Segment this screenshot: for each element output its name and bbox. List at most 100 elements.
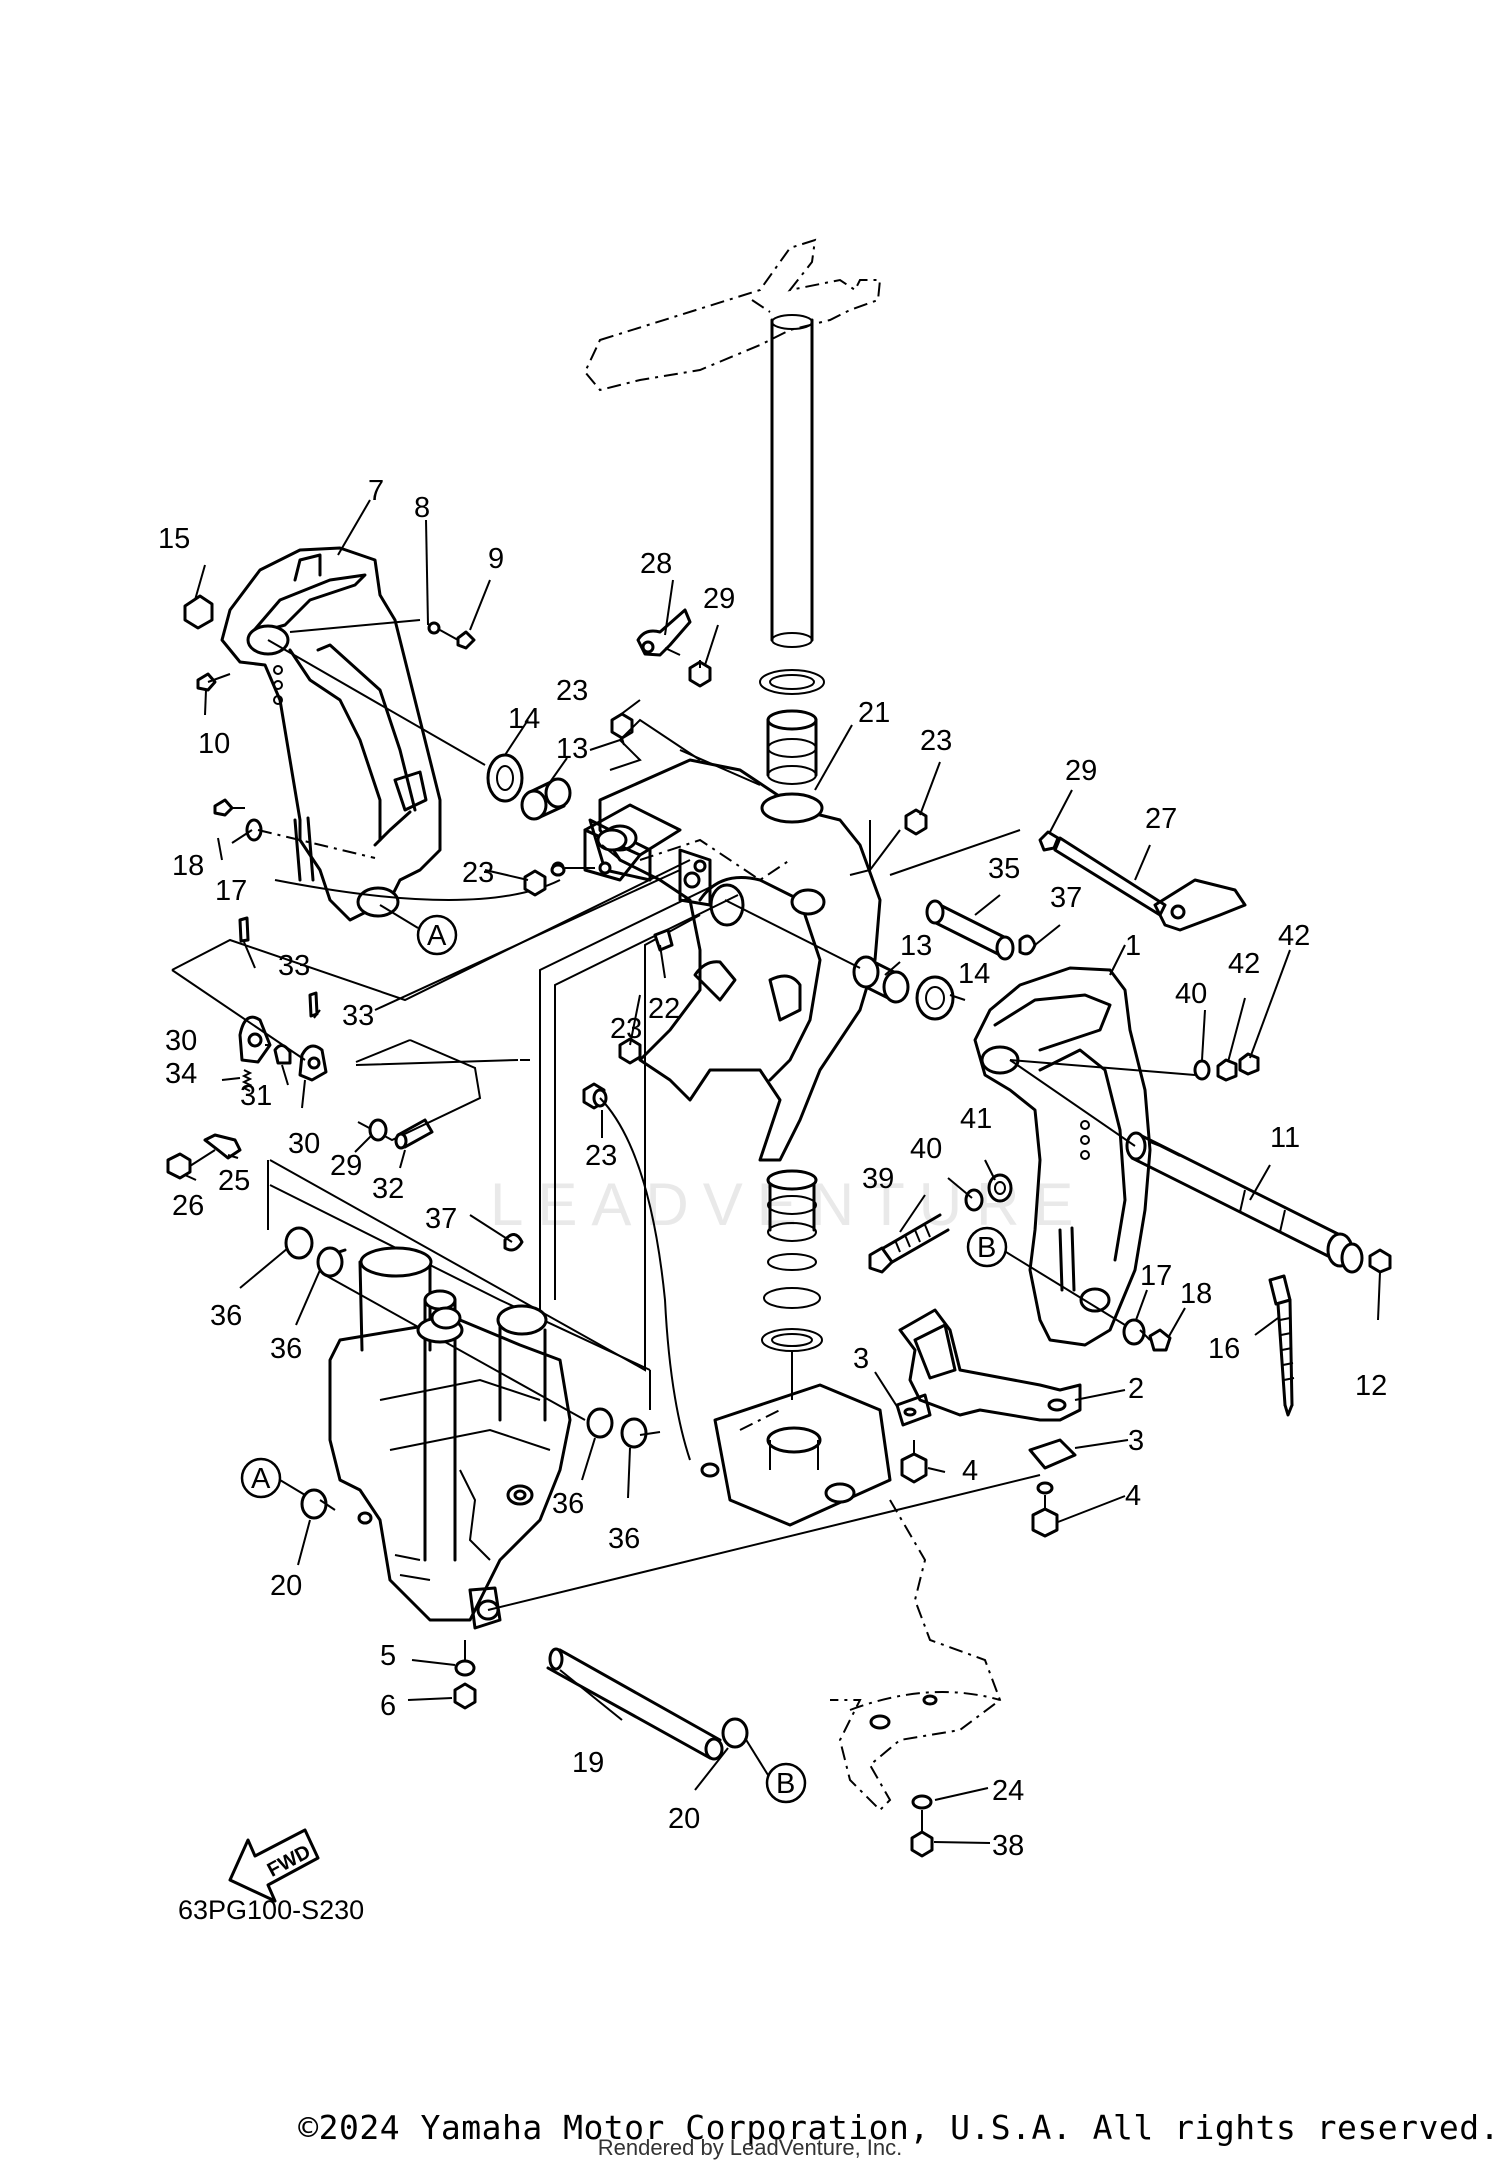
callout-40-b: 40: [910, 1133, 942, 1165]
link-frames: [171, 859, 691, 1142]
diagram-code: 63PG100-S230: [178, 1895, 365, 1925]
callout-36-b: 36: [270, 1333, 302, 1365]
callout-38: 38: [992, 1830, 1024, 1862]
callout-27: 27: [1145, 803, 1177, 835]
upper-bushings: [759, 669, 825, 785]
callout-14-b: 14: [958, 958, 990, 990]
callout-30: 30: [165, 1025, 197, 1057]
callout-leaders: [184, 499, 1381, 1844]
steering-shaft: [770, 314, 814, 648]
callout-17: 17: [215, 875, 247, 907]
callout-23-e: 23: [585, 1140, 617, 1172]
callout-8: 8: [414, 492, 430, 524]
callout-36: 36: [210, 1300, 242, 1332]
callout-6: 6: [380, 1690, 396, 1722]
top-clip: [636, 608, 712, 688]
callout-33: 33: [278, 950, 310, 982]
clips-bolts: [503, 699, 928, 1461]
lower-mount-block: [700, 1383, 892, 1527]
fwd-arrow: FWD: [228, 1828, 320, 1903]
callout-23: 23: [556, 675, 588, 707]
callout-3-b: 3: [1128, 1425, 1144, 1457]
callout-21: 21: [858, 697, 890, 729]
callout-18-b: 18: [1180, 1278, 1212, 1310]
callout-22: 22: [648, 993, 680, 1025]
bottom-right-bolt: [910, 1794, 934, 1858]
callout-42-b: 42: [1278, 920, 1310, 952]
callout-29-c: 29: [330, 1150, 362, 1182]
tilt-tube: [1009, 1059, 1392, 1274]
callout-25: 25: [218, 1165, 250, 1197]
ref-marker-a-2: A: [251, 1463, 271, 1495]
bottom-bolt: [453, 1640, 477, 1710]
callout-3: 3: [853, 1343, 869, 1375]
lower-bushings: [761, 1169, 823, 1400]
left-clamp-hardware: [183, 594, 476, 842]
callout-9: 9: [488, 543, 504, 575]
callout-31: 31: [240, 1080, 272, 1112]
callout-32: 32: [372, 1173, 404, 1205]
callout-7: 7: [368, 475, 384, 507]
callout-23-b: 23: [920, 725, 952, 757]
callout-26: 26: [172, 1190, 204, 1222]
callout-5: 5: [380, 1640, 396, 1672]
steering-arm-dashed: [583, 238, 882, 392]
right-clamp-hardware: [868, 1052, 1260, 1352]
callout-4: 4: [962, 1455, 978, 1487]
callout-33-b: 33: [342, 1000, 374, 1032]
callout-28: 28: [640, 548, 672, 580]
callout-20: 20: [270, 1570, 302, 1602]
callout-41: 41: [960, 1103, 992, 1135]
callout-1: 1: [1125, 930, 1141, 962]
callout-39: 39: [862, 1163, 894, 1195]
callout-34: 34: [165, 1058, 197, 1090]
pin-pair: [368, 1118, 434, 1150]
callout-15: 15: [158, 523, 190, 555]
callout-36-c: 36: [552, 1488, 584, 1520]
reference-markers: A A B B: [240, 904, 1126, 1804]
callout-29-b: 29: [1065, 755, 1097, 787]
callout-30-b: 30: [288, 1128, 320, 1160]
tilt-lever: [1038, 830, 1247, 932]
callout-40: 40: [1175, 978, 1207, 1010]
callout-16: 16: [1208, 1333, 1240, 1365]
callout-37-b: 37: [1050, 882, 1082, 914]
ref-marker-a: A: [427, 920, 447, 952]
callout-13-b: 13: [900, 930, 932, 962]
callout-14: 14: [508, 703, 540, 735]
swivel-leader-frame: [589, 718, 1021, 876]
ref-marker-b-2: B: [776, 1768, 795, 1800]
callout-29: 29: [703, 583, 735, 615]
callout-24: 24: [992, 1775, 1024, 1807]
right-bushing-washer: [724, 899, 955, 1021]
callout-4-b: 4: [1125, 1480, 1141, 1512]
ref-marker-b: B: [977, 1232, 996, 1264]
callout-35: 35: [988, 853, 1020, 885]
right-clamp-bracket: [973, 966, 1152, 1347]
callout-19: 19: [572, 1747, 604, 1779]
callout-10: 10: [198, 728, 230, 760]
cylinder-bushings: [284, 1226, 749, 1749]
callout-12: 12: [1355, 1370, 1387, 1402]
tilt-lock-block: [551, 803, 682, 882]
tilt-pin: [925, 899, 1037, 961]
callout-42: 42: [1228, 948, 1260, 980]
callout-2: 2: [1128, 1373, 1144, 1405]
swivel-bracket: [598, 758, 882, 1162]
callout-13: 13: [556, 733, 588, 765]
callout-37: 37: [425, 1203, 457, 1235]
callout-23-d: 23: [610, 1013, 642, 1045]
callout-17-b: 17: [1140, 1260, 1172, 1292]
callout-11: 11: [1270, 1122, 1300, 1154]
callout-labels: 1 2 3 3 4 4 5 6 7 8 9 10 11 12 13 13 14 …: [158, 475, 1387, 1862]
left-clamp-bracket: [220, 546, 442, 922]
tilt-link-parts: [166, 916, 328, 1180]
callout-20-b: 20: [668, 1803, 700, 1835]
trim-tilt-unit: [328, 1246, 572, 1630]
anode-bracket: [895, 1308, 1082, 1538]
callout-23-c: 23: [462, 857, 494, 889]
callout-36-d: 36: [608, 1523, 640, 1555]
rendered-by-notice: Rendered by LeadVenture, Inc.: [597, 2135, 903, 2160]
callout-18: 18: [172, 850, 204, 882]
